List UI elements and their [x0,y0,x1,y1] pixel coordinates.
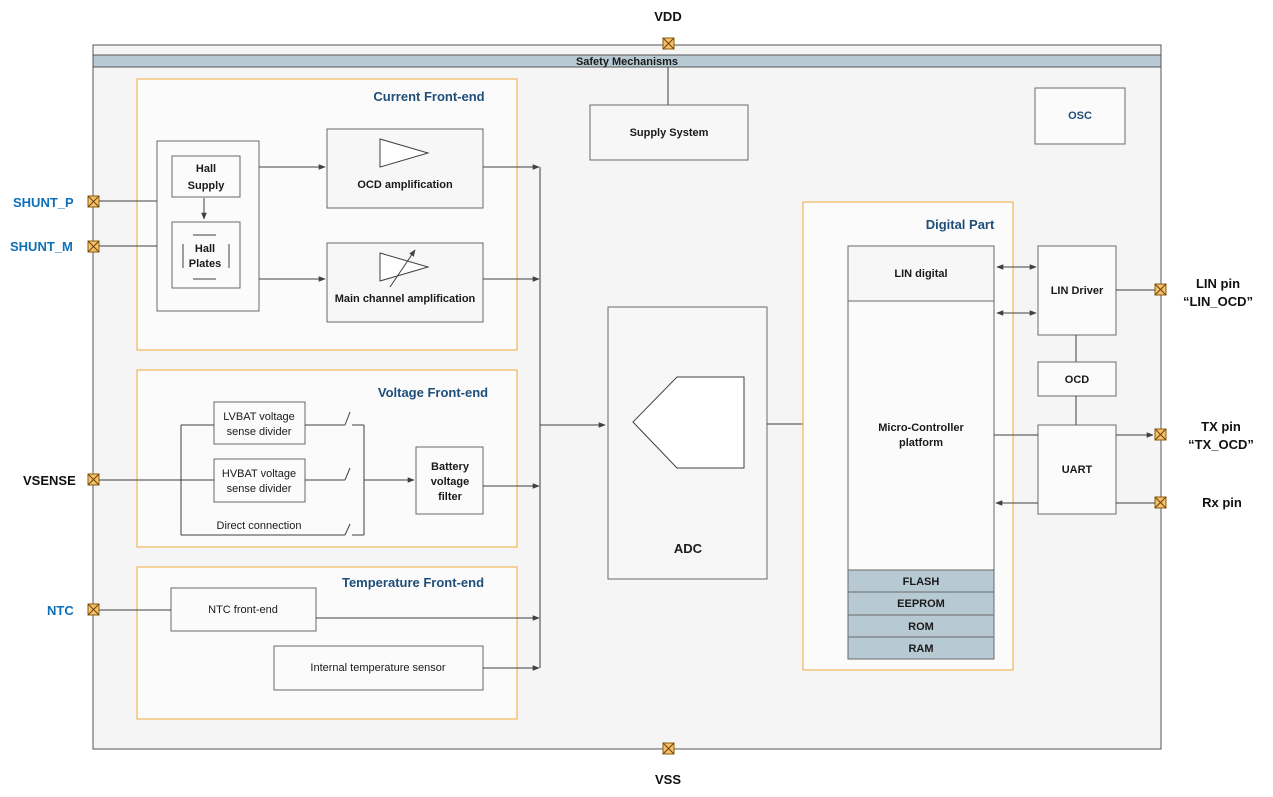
hvbat-line1: HVBAT voltage [222,468,296,480]
lin-driver-block: LIN Driver [1037,245,1117,336]
temperature-frontend-title: Temperature Front-end [342,575,484,590]
ntc-frontend-label: NTC front-end [208,604,278,616]
lin-digital-label: LIN digital [894,268,947,280]
internal-temp-sensor-label: Internal temperature sensor [310,662,445,674]
lin-digital-block: LIN digital [847,245,995,302]
memory-ram: RAM [847,636,995,660]
hall-plates-line2: Plates [189,258,221,270]
safety-mechanisms-label: Safety Mechanisms [576,56,678,68]
vss-label: VSS [655,772,681,787]
hall-supply-line2: Supply [188,180,226,192]
lin-ocd-label: “LIN_OCD” [1183,294,1253,309]
hall-supply-block: Hall Supply [171,155,241,198]
vsense-label: VSENSE [23,473,76,488]
pin-vss [662,742,675,755]
ocd-block: OCD [1037,361,1117,397]
shunt-m-label: SHUNT_M [10,239,73,254]
adc-block: ADC [607,306,768,580]
lvbat-divider-block: LVBAT voltage sense divider [213,401,306,445]
hvbat-divider-block: HVBAT voltage sense divider [213,458,306,503]
ocd-label: OCD [1065,374,1090,386]
uart-label: UART [1062,464,1093,476]
vdd-label: VDD [654,9,681,24]
pin-lin [1154,283,1167,296]
tx-ocd-label: “TX_OCD” [1188,437,1254,452]
pin-tx [1154,428,1167,441]
memory-rom-label: ROM [908,621,934,633]
memory-eeprom-label: EEPROM [897,598,945,610]
microcontroller-block: Micro-Controller platform [847,300,995,571]
switch-direct [344,523,351,536]
pin-vdd [662,37,675,50]
memory-rom: ROM [847,614,995,638]
osc-label: OSC [1068,110,1092,122]
safety-mechanisms-bar: Safety Mechanisms [92,54,1162,68]
pin-shunt-m [87,240,100,253]
memory-eeprom: EEPROM [847,591,995,616]
main-amplification-label: Main channel amplification [335,293,476,305]
hall-supply-line1: Hall [196,163,216,175]
tx-pin-label: TX pin [1201,419,1241,434]
mcu-line1: Micro-Controller [878,422,964,434]
switch-lvbat [344,411,351,426]
battery-filter-line2: voltage [431,476,470,488]
hall-plates-block: Hall Plates [171,221,241,289]
direct-connection-label: Direct connection [217,520,302,532]
main-amplification-block: Main channel amplification [326,242,484,323]
digital-part-section: Digital Part LIN digital Micro-Controlle… [802,201,1014,671]
lvbat-line2: sense divider [227,426,292,438]
hall-plates-line1: Hall [195,243,215,255]
lvbat-line1: LVBAT voltage [223,411,295,423]
shunt-p-label: SHUNT_P [13,195,74,210]
voltage-frontend-title: Voltage Front-end [378,385,488,400]
hvbat-line2: sense divider [227,483,292,495]
lin-driver-label: LIN Driver [1051,285,1104,297]
lin-pin-label: LIN pin [1196,276,1240,291]
adc-symbol-icon [632,376,745,469]
internal-temp-sensor-block: Internal temperature sensor [273,645,484,691]
voltage-frontend-section: Voltage Front-end LVBAT voltage sense di… [136,369,518,548]
temperature-frontend-section: Temperature Front-end NTC front-end Inte… [136,566,518,720]
ntc-frontend-block: NTC front-end [170,587,317,632]
memory-flash: FLASH [847,569,995,593]
uart-block: UART [1037,424,1117,515]
ocd-amplification-label: OCD amplification [357,179,453,191]
switch-hvbat [344,467,351,481]
ocd-amplification-block: OCD amplification [326,128,484,209]
battery-filter-block: Battery voltage filter [415,446,484,515]
mcu-line2: platform [899,437,943,449]
rx-pin-label: Rx pin [1202,495,1242,510]
pin-vsense [87,473,100,486]
battery-filter-line3: filter [438,491,463,503]
supply-system-label: Supply System [630,127,709,139]
ntc-label: NTC [47,603,74,618]
pin-shunt-p [87,195,100,208]
battery-filter-line1: Battery [431,461,470,473]
pin-rx [1154,496,1167,509]
memory-ram-label: RAM [908,643,933,655]
supply-system-block: Supply System [589,104,749,161]
memory-flash-label: FLASH [903,576,940,588]
current-frontend-title: Current Front-end [373,89,484,104]
current-frontend-section: Current Front-end Hall Supply Hall Plate… [136,78,518,351]
digital-part-title: Digital Part [926,217,995,232]
osc-block: OSC [1034,87,1126,145]
amplifier-icon [379,138,430,168]
pin-ntc [87,603,100,616]
adc-label: ADC [674,541,703,556]
